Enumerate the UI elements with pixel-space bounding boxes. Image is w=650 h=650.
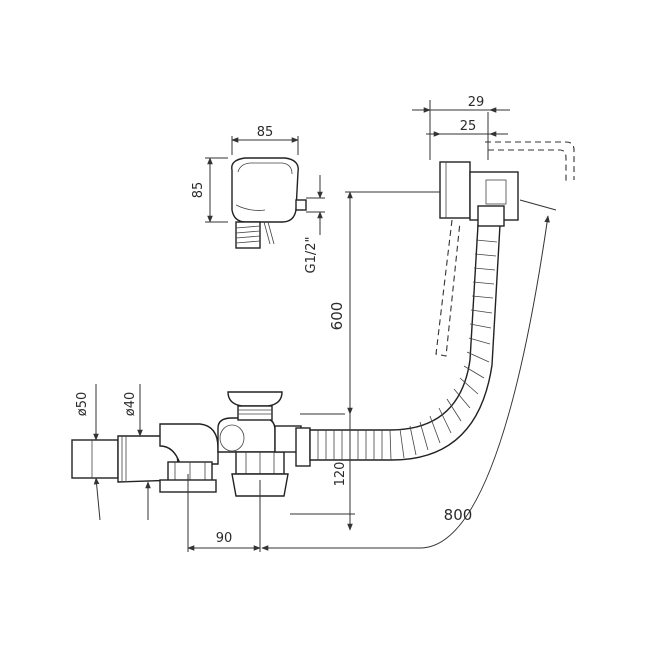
dim-top-29: 29 bbox=[468, 95, 485, 110]
dim-diameter-50: ø50 bbox=[75, 392, 90, 417]
overflow-head-detail: 85 85 G1/2" bbox=[191, 125, 325, 273]
dim-height-600: 600 bbox=[328, 302, 346, 331]
dim-length-800: 800 bbox=[444, 506, 473, 524]
dim-overflow-height: 85 bbox=[191, 182, 206, 199]
dim-thread: G1/2" bbox=[304, 237, 319, 274]
dim-width-90: 90 bbox=[216, 531, 233, 546]
bath-waste-assembly bbox=[71, 141, 575, 497]
dim-diameter-40: ø40 bbox=[123, 392, 138, 417]
dim-overflow-width: 85 bbox=[257, 125, 274, 140]
main-dimensions: 29 25 600 120 ø50 ø40 90 800 bbox=[75, 95, 557, 552]
dim-height-120: 120 bbox=[333, 462, 348, 487]
dim-top-25: 25 bbox=[460, 119, 477, 134]
